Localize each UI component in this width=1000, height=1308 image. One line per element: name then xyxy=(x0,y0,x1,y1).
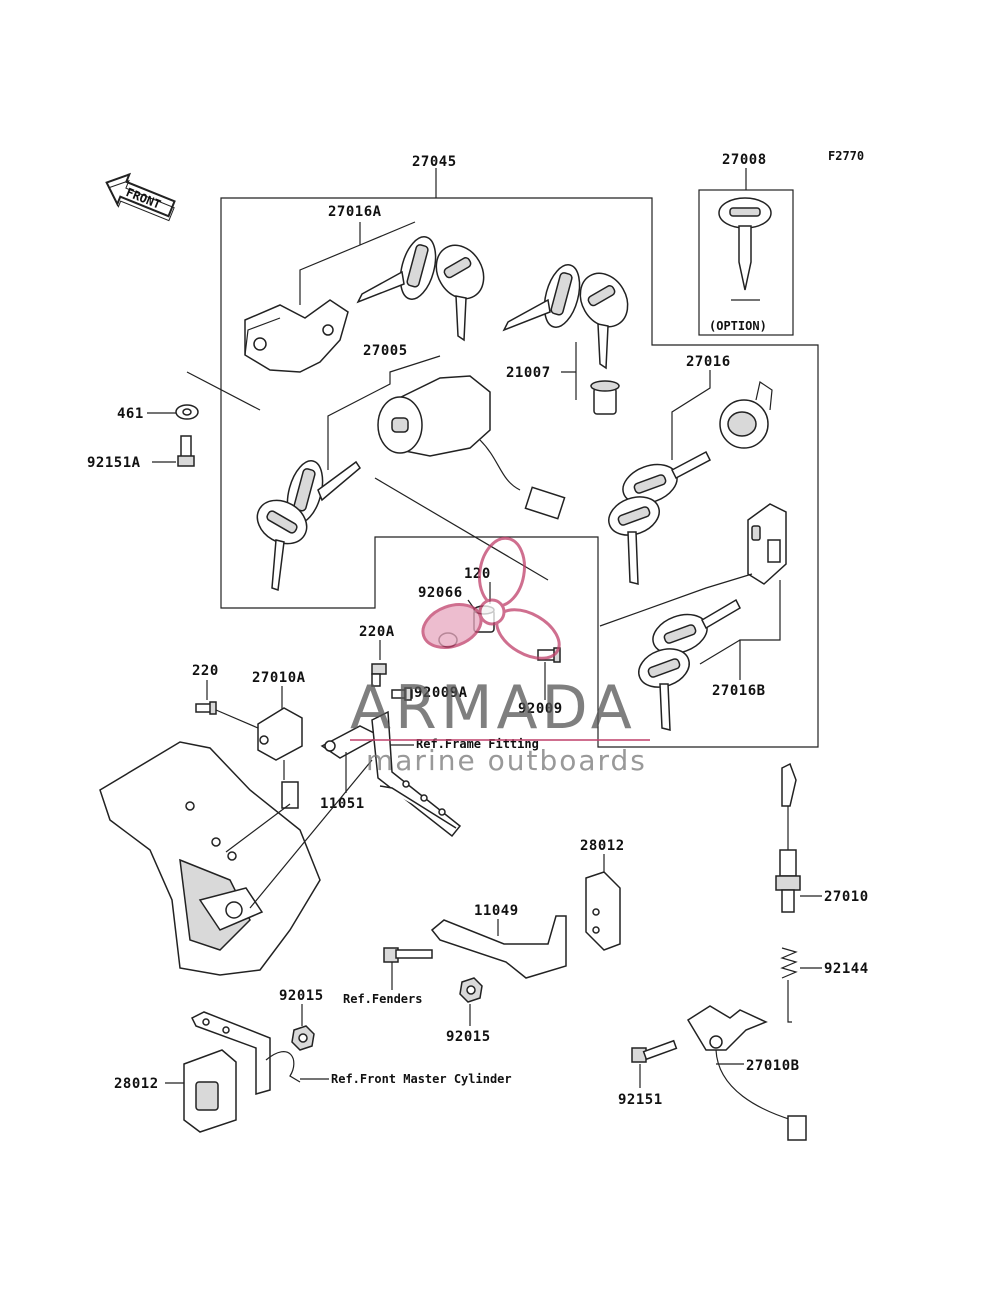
label-28012-bottom: 28012 xyxy=(114,1076,159,1092)
bolt-92151A xyxy=(177,435,195,467)
bracket-11051 xyxy=(320,710,462,838)
label-27010A: 27010A xyxy=(252,670,306,686)
figure-code: F2770 xyxy=(828,149,864,163)
label-461: 461 xyxy=(117,406,144,422)
label-11051: 11051 xyxy=(320,796,365,812)
pad-28012-bottom xyxy=(183,1049,237,1133)
nut-92015-top xyxy=(291,1025,315,1051)
label-27005: 27005 xyxy=(363,343,408,359)
label-21007: 21007 xyxy=(506,365,551,381)
key-pair-right-icon xyxy=(608,450,711,585)
key-pair-27016A-icon xyxy=(356,236,485,342)
label-27010: 27010 xyxy=(824,889,869,905)
label-92009: 92009 xyxy=(518,701,563,717)
label-92066: 92066 xyxy=(418,585,463,601)
label-27016B: 27016B xyxy=(712,683,766,699)
lock-cap-21007 xyxy=(590,380,620,415)
label-92009A: 92009A xyxy=(414,685,468,701)
bolt-ref-fenders xyxy=(383,947,433,963)
bracket-11049 xyxy=(430,908,600,979)
propeller-logo-icon xyxy=(421,536,561,660)
label-27045: 27045 xyxy=(412,154,457,170)
lock-27016B xyxy=(747,503,787,585)
screw-220 xyxy=(195,701,217,715)
label-92015-top: 92015 xyxy=(279,988,324,1004)
label-220A: 220A xyxy=(359,624,395,640)
label-120: 120 xyxy=(464,566,491,582)
switch-27010B xyxy=(686,1005,807,1141)
washer-461 xyxy=(175,404,199,420)
key-pair-middle-icon xyxy=(502,264,629,370)
ref-front-master-cylinder: Ref.Front Master Cylinder xyxy=(331,1072,512,1086)
ignition-switch-27005 xyxy=(377,375,566,520)
label-27016A: 27016A xyxy=(328,204,382,220)
ref-fenders: Ref.Fenders xyxy=(343,992,422,1006)
seat-lock-housing xyxy=(244,299,349,373)
front-arrow-icon: FRONT xyxy=(105,172,176,222)
label-92144: 92144 xyxy=(824,961,869,977)
switch-27010A xyxy=(257,707,303,809)
spring-92144 xyxy=(780,947,798,1023)
frame-section xyxy=(99,741,321,976)
switch-27010 xyxy=(775,762,801,913)
bracket-front-master xyxy=(190,1011,301,1095)
key-pair-left-icon xyxy=(256,460,361,592)
watermark-tagline: marine outboards xyxy=(366,744,647,777)
label-220: 220 xyxy=(192,663,219,679)
screw-92009A xyxy=(391,687,413,701)
label-92015-mid: 92015 xyxy=(446,1029,491,1045)
key-pair-lower-right-icon xyxy=(638,598,741,731)
nut-92015-mid xyxy=(459,977,483,1003)
label-92151A: 92151A xyxy=(87,455,141,471)
assembly-box-27045 xyxy=(220,197,819,748)
label-28012-top: 28012 xyxy=(580,838,625,854)
watermark-brand: ARMADA xyxy=(350,673,636,743)
option-label: (OPTION) xyxy=(709,319,767,333)
lock-cylinder-27016 xyxy=(719,381,773,449)
watermark: ARMADA marine outboards xyxy=(350,536,650,777)
label-92151: 92151 xyxy=(618,1092,663,1108)
key-blank-icon xyxy=(718,197,772,301)
label-27010B: 27010B xyxy=(746,1058,800,1074)
label-11049: 11049 xyxy=(474,903,519,919)
label-27016: 27016 xyxy=(686,354,731,370)
pad-28012-top xyxy=(585,871,621,951)
label-27008: 27008 xyxy=(722,152,767,168)
bolt-92151 xyxy=(631,1039,678,1063)
screw-220A xyxy=(371,663,387,687)
